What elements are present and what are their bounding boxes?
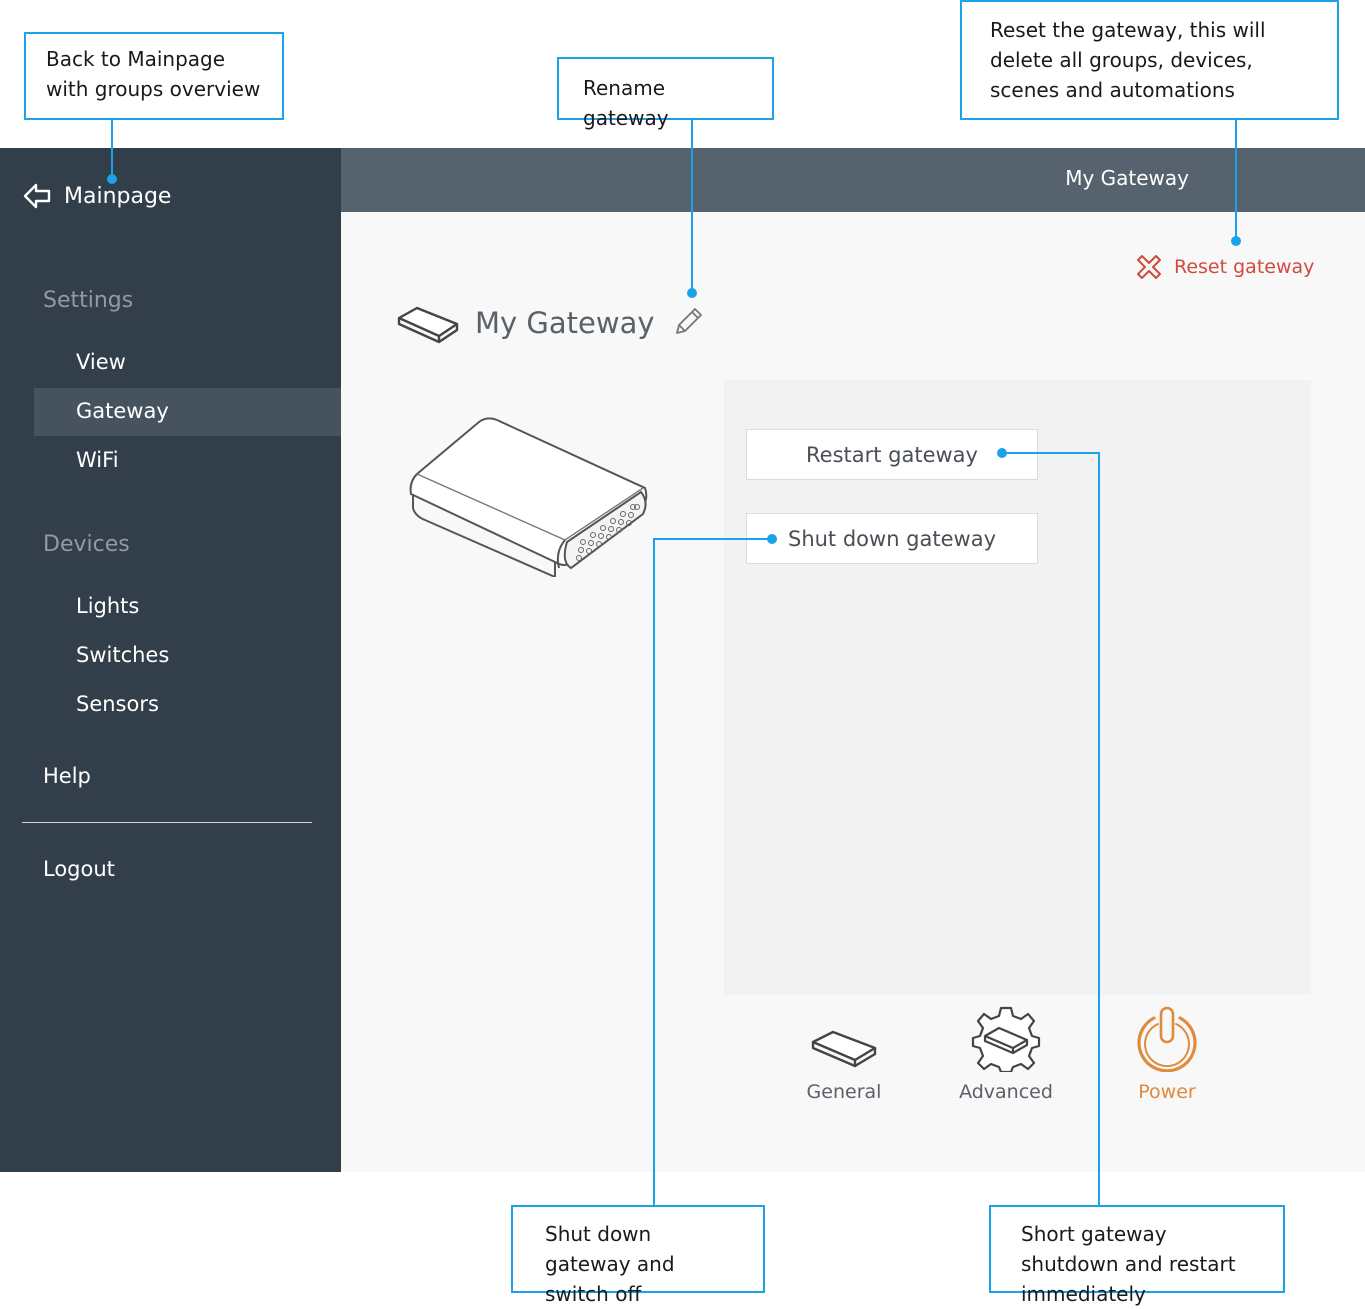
back-arrow-icon <box>23 183 51 209</box>
topbar-title: My Gateway <box>1065 166 1189 190</box>
connector-reset <box>1235 120 1237 240</box>
connector-restart-v <box>1098 452 1100 1205</box>
callout-rename: Rename gateway <box>557 57 774 130</box>
gateway-icon <box>811 1030 877 1068</box>
power-panel: Restart gateway Shut down gateway <box>724 380 1311 995</box>
mainpage-link[interactable]: Mainpage <box>22 178 171 214</box>
connector-back-dot <box>107 174 117 184</box>
connector-restart-dot <box>997 448 1007 458</box>
gear-gateway-icon <box>971 1006 1041 1074</box>
connector-rename-dot <box>687 288 697 298</box>
connector-back <box>111 120 113 178</box>
connector-rename <box>691 120 693 292</box>
tab-power[interactable]: Power <box>1107 1006 1227 1103</box>
restart-gateway-button[interactable]: Restart gateway <box>746 429 1038 480</box>
sidebar-item-switches[interactable]: Switches <box>76 643 170 667</box>
shutdown-gateway-button[interactable]: Shut down gateway <box>746 513 1038 564</box>
sidebar-item-logout[interactable]: Logout <box>43 857 115 881</box>
sidebar-divider <box>22 822 312 823</box>
app-window: Mainpage Settings View Gateway WiFi Devi… <box>0 148 1365 1172</box>
reset-gateway-label: Reset gateway <box>1174 256 1315 278</box>
connector-shutdown-v <box>653 538 655 1205</box>
devices-heading: Devices <box>43 532 130 557</box>
mainpage-label: Mainpage <box>64 183 172 209</box>
content-area: Reset gateway My Gateway <box>341 212 1365 1172</box>
callout-shutdown: Shut down gateway and switch off <box>511 1205 765 1306</box>
connector-reset-dot <box>1231 236 1241 246</box>
topbar: My Gateway <box>341 148 1365 212</box>
pencil-icon[interactable] <box>671 305 705 339</box>
sidebar-item-sensors[interactable]: Sensors <box>76 692 159 716</box>
gateway-title-row: My Gateway <box>395 302 655 344</box>
settings-heading: Settings <box>43 288 134 313</box>
connector-restart-h <box>1003 452 1100 454</box>
sidebar-item-view[interactable]: View <box>76 350 126 374</box>
callout-reset: Reset the gateway, this will delete all … <box>960 0 1339 120</box>
reset-icon <box>1137 255 1161 279</box>
gateway-icon <box>397 306 459 344</box>
tab-general-label: General <box>806 1081 882 1103</box>
connector-shutdown-h <box>653 538 773 540</box>
tab-general[interactable]: General <box>784 1022 904 1103</box>
tab-advanced[interactable]: Advanced <box>946 1006 1066 1103</box>
power-icon <box>1137 1006 1197 1073</box>
sidebar-item-lights[interactable]: Lights <box>76 594 140 618</box>
sidebar-item-active-bg <box>34 388 341 436</box>
tab-power-label: Power <box>1138 1081 1196 1103</box>
reset-gateway-link[interactable]: Reset gateway <box>1136 254 1314 280</box>
gateway-name: My Gateway <box>475 306 655 340</box>
callout-back: Back to Mainpage with groups overview <box>24 32 284 120</box>
connector-shutdown-dot <box>767 534 777 544</box>
gateway-device-image <box>409 417 648 577</box>
sidebar: Mainpage Settings View Gateway WiFi Devi… <box>0 148 341 1172</box>
callout-restart: Short gateway shutdown and restart immed… <box>989 1205 1285 1306</box>
sidebar-item-help[interactable]: Help <box>43 764 91 788</box>
tab-advanced-label: Advanced <box>959 1081 1053 1103</box>
sidebar-item-gateway[interactable]: Gateway <box>76 399 169 423</box>
sidebar-item-wifi[interactable]: WiFi <box>76 448 119 472</box>
